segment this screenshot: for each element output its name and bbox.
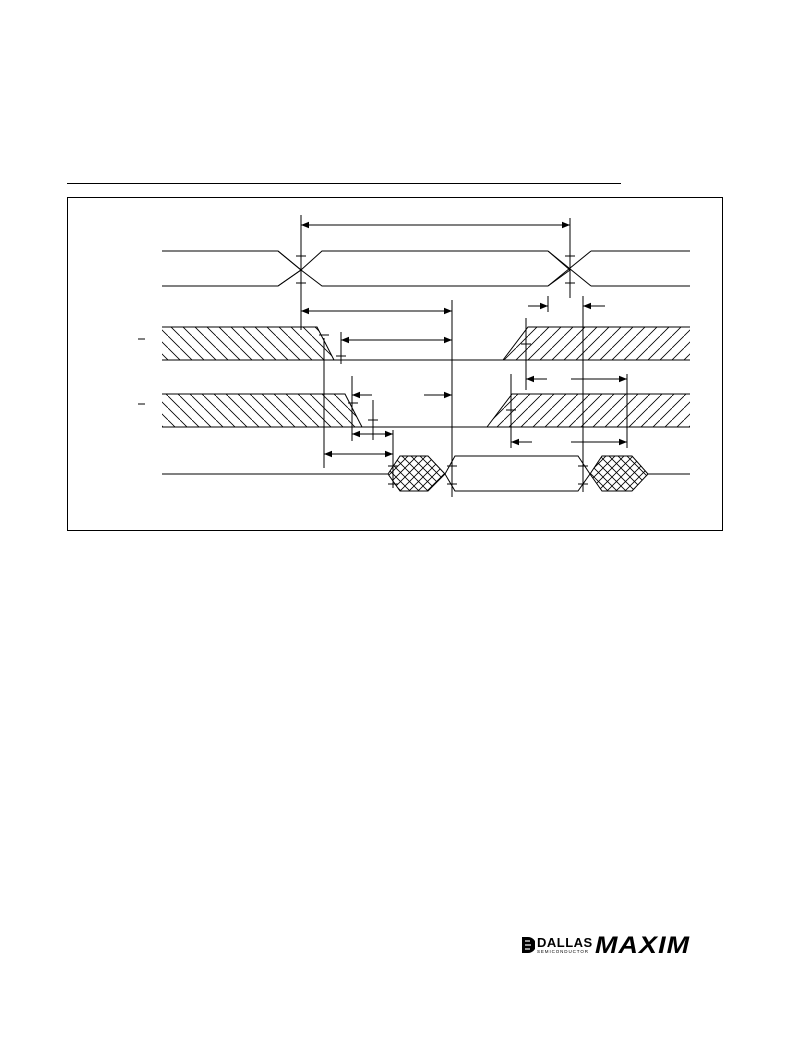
section-rule — [67, 183, 621, 184]
dallas-wordmark: DALLAS — [537, 935, 593, 950]
dallas-logo-icon — [522, 937, 535, 953]
transition-ticks — [296, 255, 588, 485]
semiconductor-wordmark: SEMICONDUCTOR — [537, 949, 589, 954]
timing-diagram-frame — [67, 197, 723, 531]
maxim-wordmark: MAXIM — [595, 932, 691, 959]
data-bus-waveform — [162, 455, 690, 492]
control-signal-2-waveform — [138, 393, 690, 428]
address-bus-waveform — [162, 250, 690, 287]
control-signal-1-waveform — [138, 326, 690, 361]
dallas-maxim-logo: DALLAS SEMICONDUCTOR MAXIM — [519, 932, 723, 959]
timing-arrows — [301, 221, 627, 458]
